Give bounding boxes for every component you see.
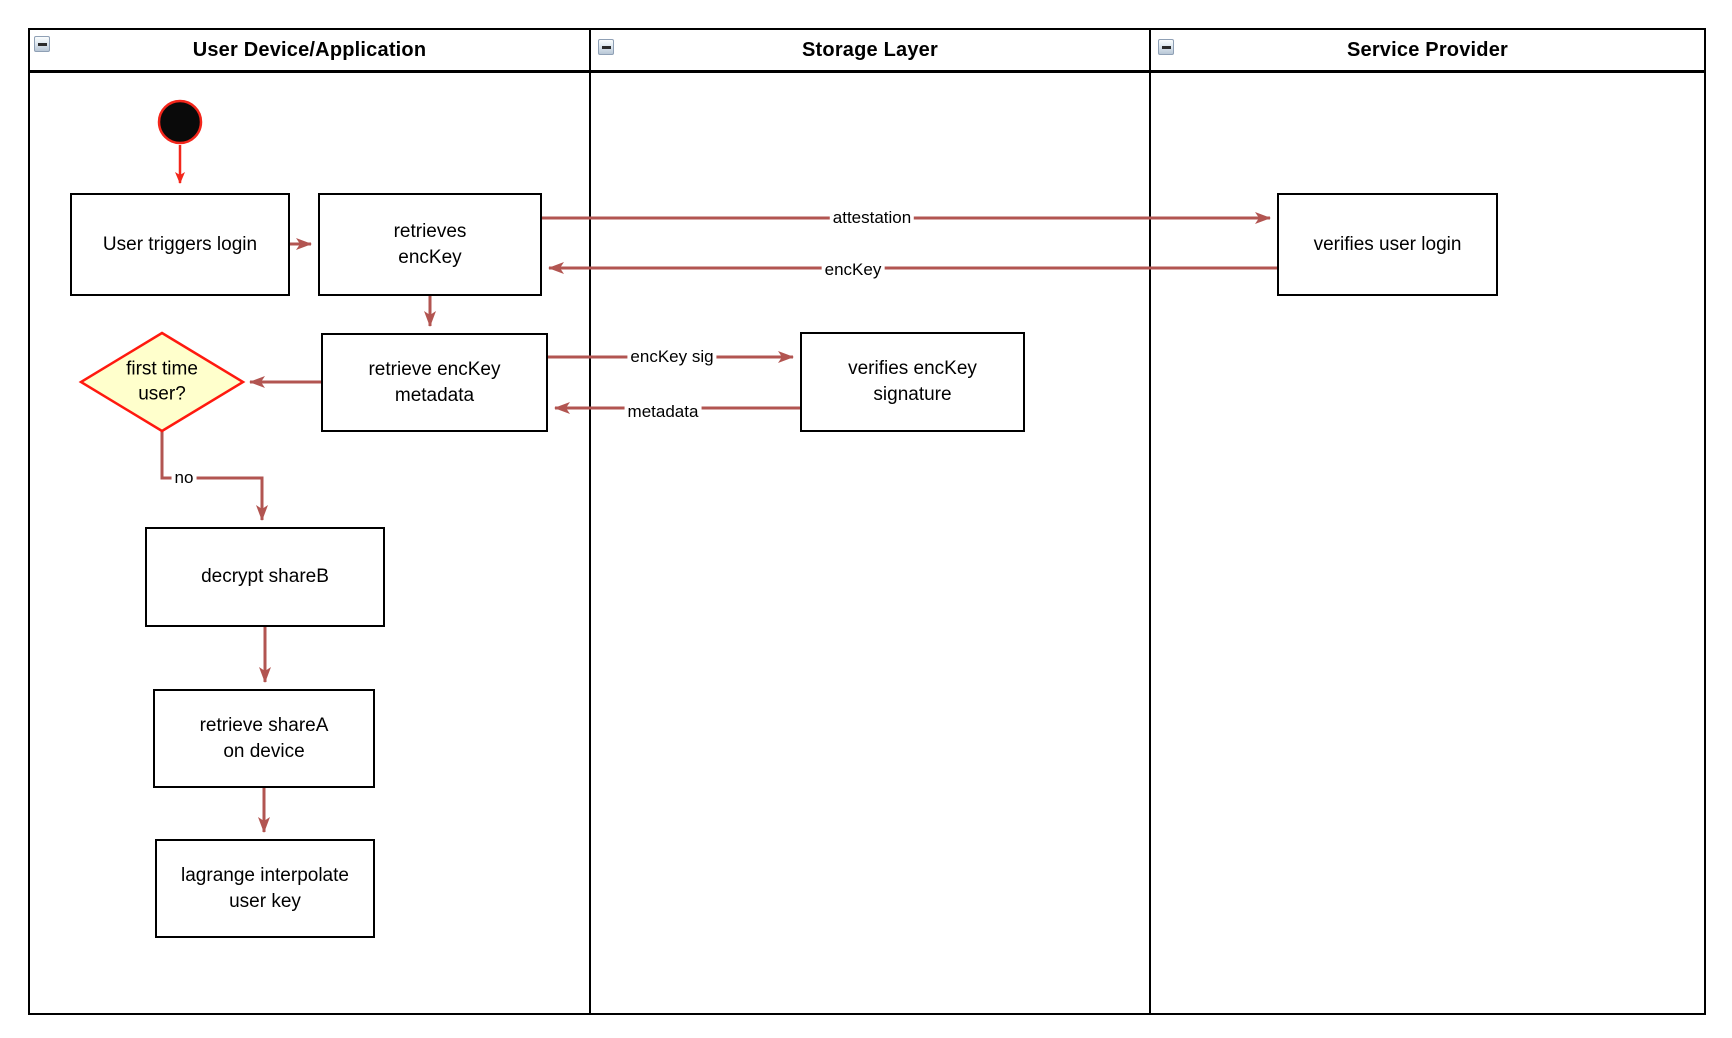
edge-label-attestation: attestation [829, 208, 915, 228]
edge-label-no: no [171, 468, 197, 488]
minus-icon [601, 45, 611, 49]
activity-node-verifies-enckey-signature[interactable]: verifies encKey signature [800, 332, 1025, 432]
node-label: verifies encKey signature [848, 358, 977, 405]
collapse-lane-button-service-provider[interactable] [1158, 39, 1174, 55]
minus-icon [37, 42, 47, 46]
node-label: User triggers login [102, 233, 258, 255]
lane-divider-2 [1149, 28, 1151, 1015]
swimlane-frame [28, 28, 1706, 1015]
activity-node-lagrange-interpolate[interactable]: lagrange interpolate user key [155, 839, 375, 938]
minus-icon [1161, 45, 1171, 49]
node-label: verifies user login [1313, 233, 1462, 255]
edge-label-metadata: metadata [624, 402, 702, 422]
swimlane-header-rule [28, 70, 1706, 73]
lane-title-service-provider: Service Provider [1346, 39, 1509, 61]
activity-node-retrieve-sharea[interactable]: retrieve shareA on device [153, 689, 375, 788]
collapse-lane-button-user-device[interactable] [34, 36, 50, 52]
activity-node-user-triggers-login[interactable]: User triggers login [70, 193, 290, 296]
node-label: decrypt shareB [201, 566, 329, 588]
activity-node-decrypt-shareb[interactable]: decrypt shareB [145, 527, 385, 627]
edge-label-enckey-sig: encKey sig [627, 347, 717, 367]
node-label: retrieves encKey [393, 220, 467, 268]
activity-node-retrieve-enckey-metadata[interactable]: retrieve encKey metadata [321, 333, 548, 432]
node-label: retrieve encKey metadata [368, 358, 501, 406]
lane-title-user-device: User Device/Application [192, 39, 427, 61]
activity-node-verifies-user-login[interactable]: verifies user login [1277, 193, 1498, 296]
node-label: lagrange interpolate user key [181, 864, 349, 912]
lane-divider-1 [589, 28, 591, 1015]
collapse-lane-button-storage-layer[interactable] [598, 39, 614, 55]
decision-node-label: first time user? [126, 358, 198, 404]
lane-title-storage-layer: Storage Layer [802, 39, 938, 61]
node-label: retrieve shareA on device [199, 714, 329, 762]
edge-label-enckey: encKey [821, 260, 885, 280]
activity-node-retrieves-enckey[interactable]: retrieves encKey [318, 193, 542, 296]
